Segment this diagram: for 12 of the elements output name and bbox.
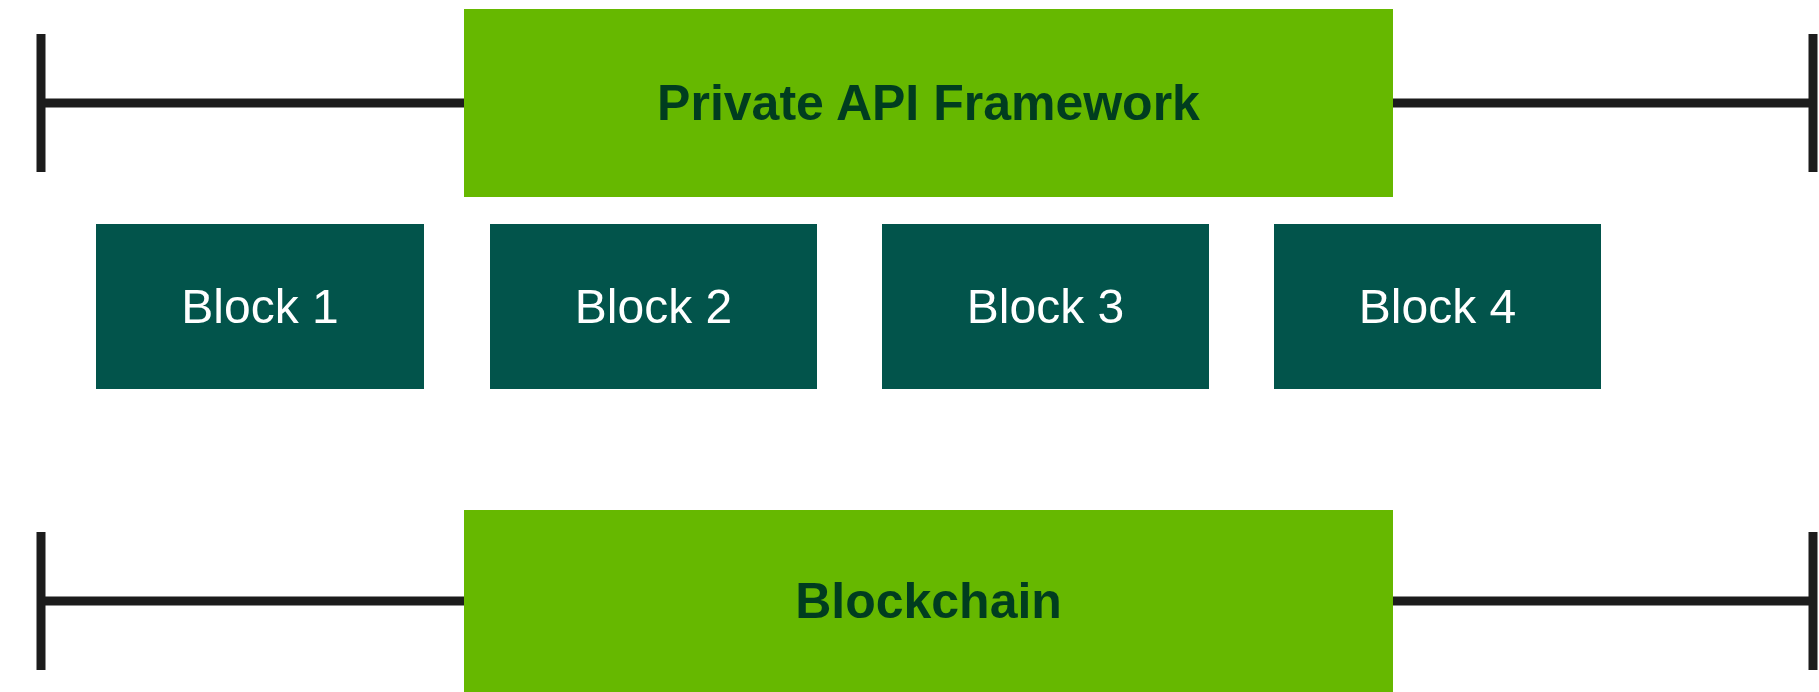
block-label: Block 3	[966, 279, 1125, 334]
block-label: Block 4	[1358, 279, 1517, 334]
block-box	[490, 224, 817, 389]
block-box	[96, 224, 424, 389]
block-label: Block 2	[574, 279, 733, 334]
block-label: Block 1	[181, 279, 339, 334]
block-box	[1274, 224, 1601, 389]
layer-title: Private API Framework	[657, 74, 1200, 132]
layer-box	[464, 9, 1393, 197]
block-box	[882, 224, 1209, 389]
layer-box	[464, 510, 1393, 692]
layer-title: Blockchain	[795, 572, 1062, 630]
